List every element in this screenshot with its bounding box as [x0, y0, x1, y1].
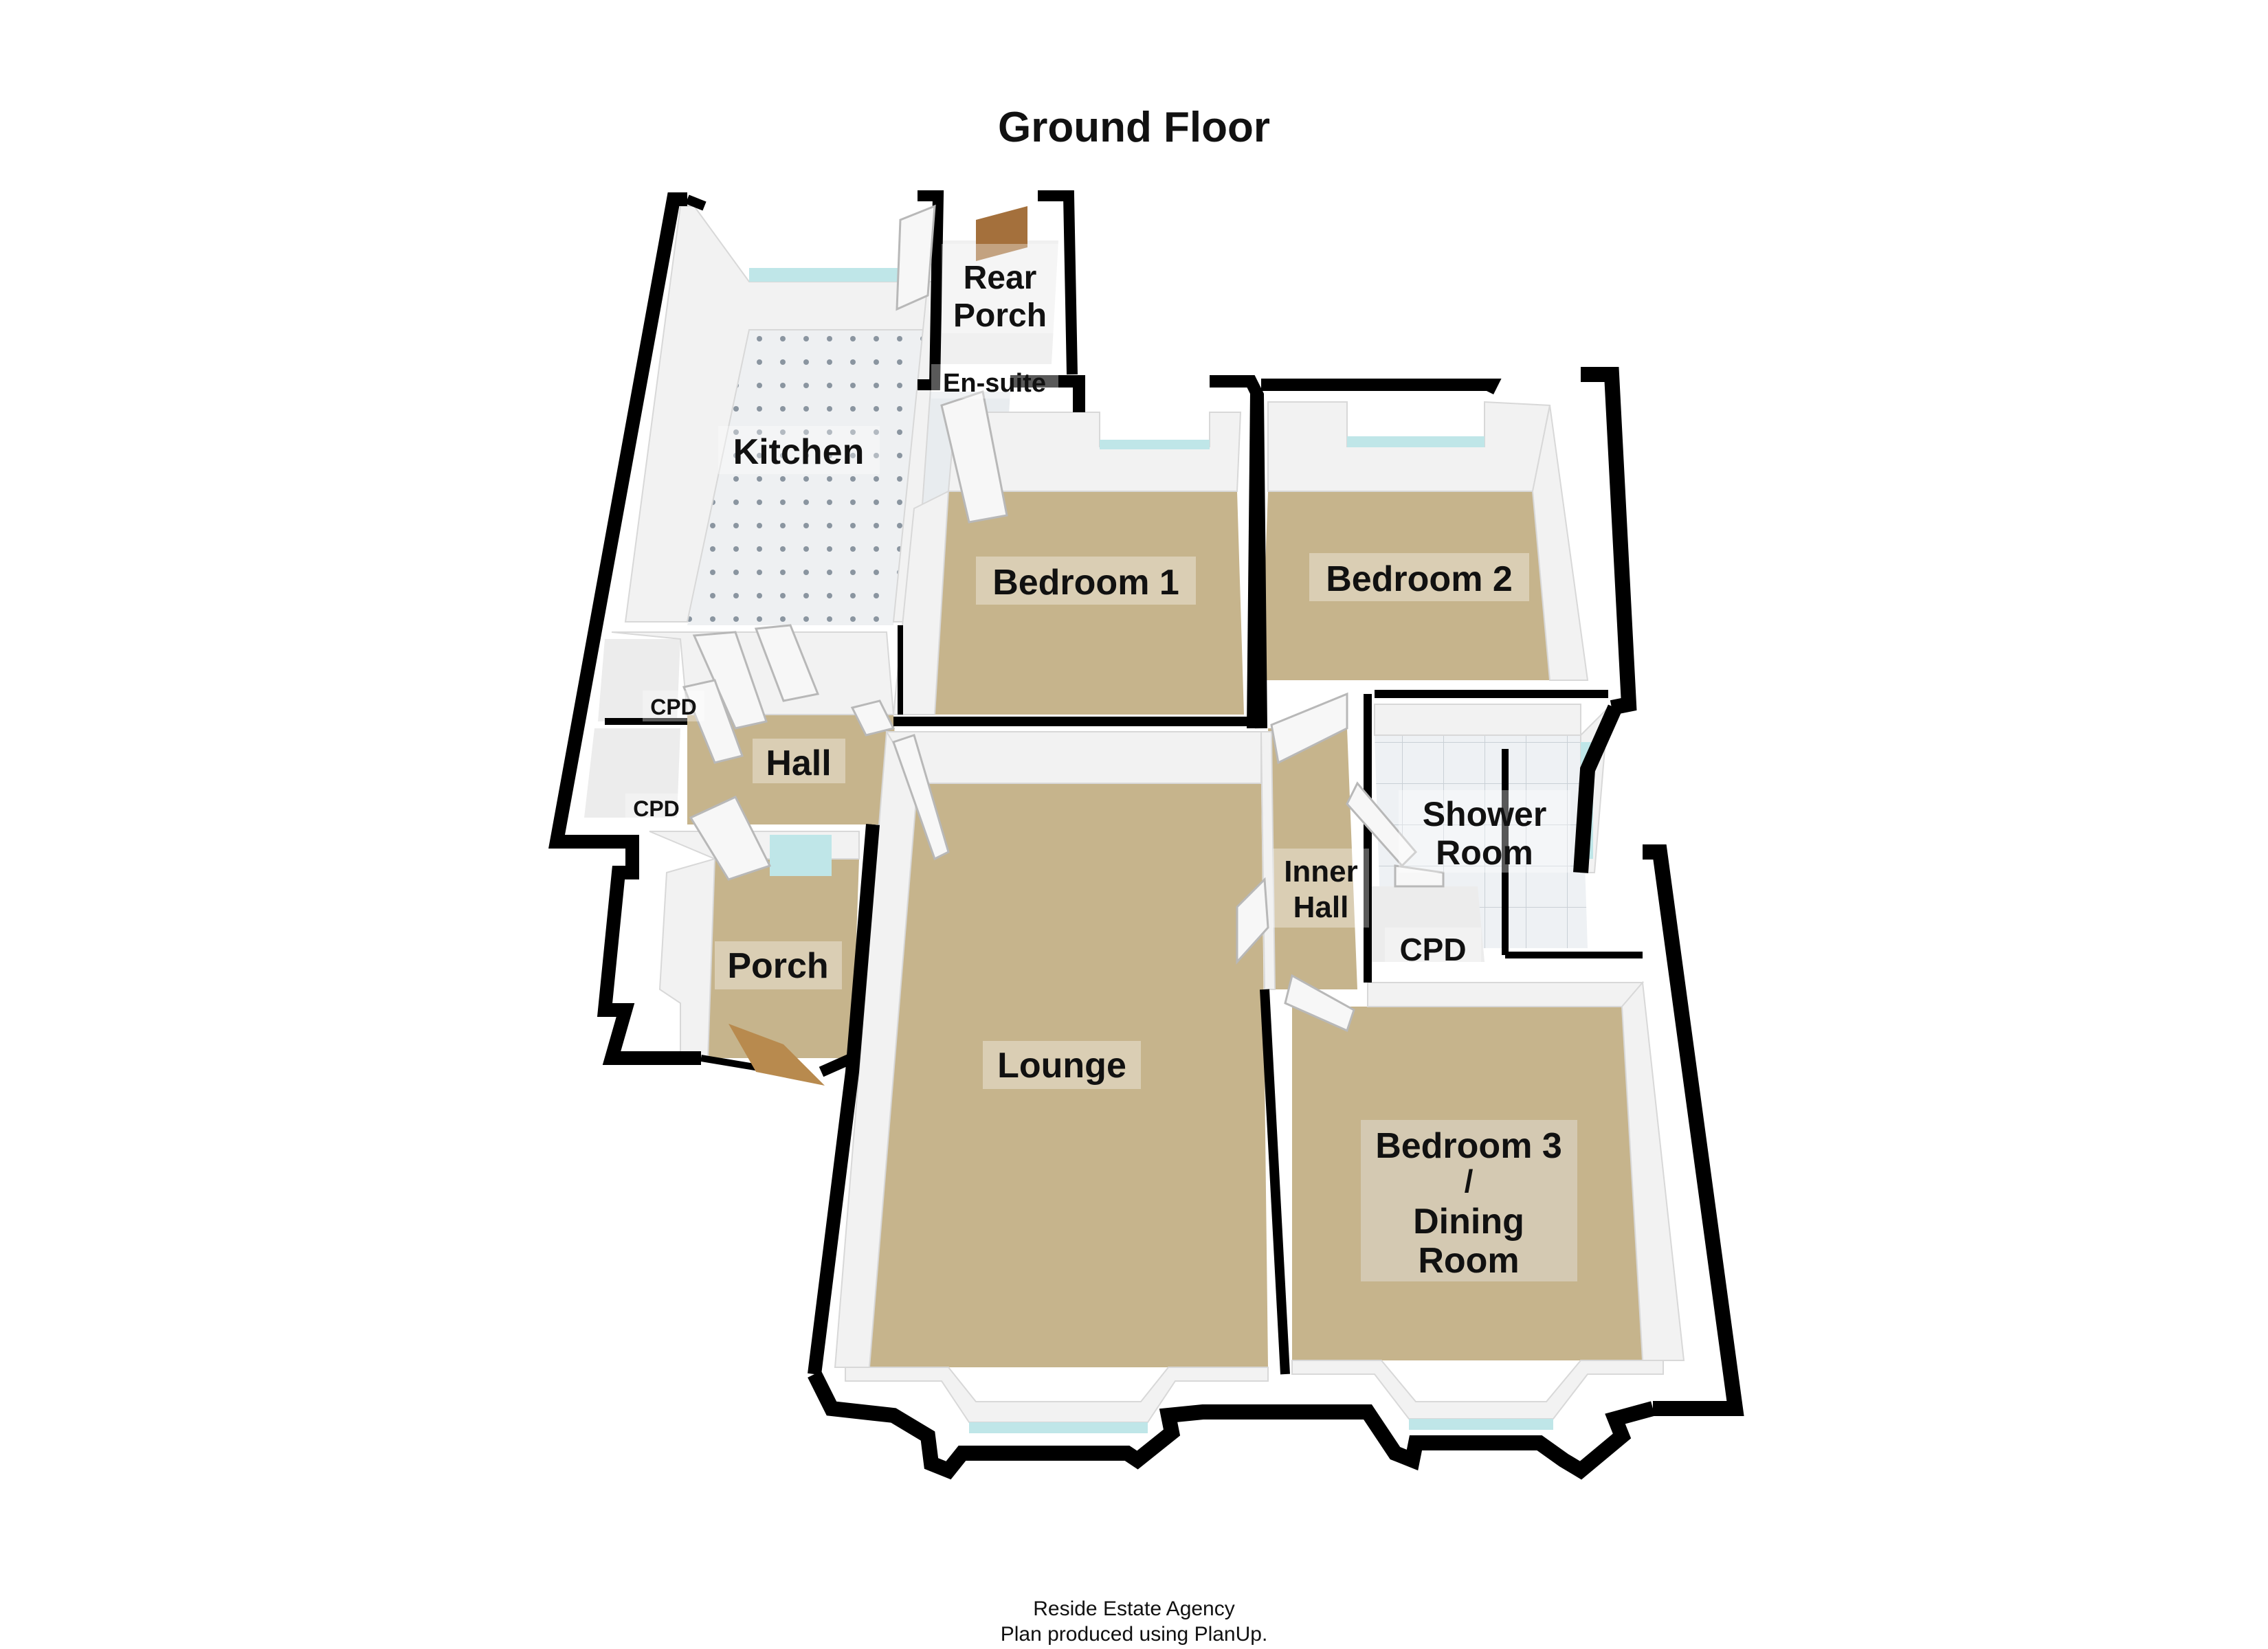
bedroom1-label: Bedroom 1	[992, 563, 1179, 603]
shower-room-label-1: Shower	[1423, 795, 1547, 833]
rear-door-wood	[976, 206, 1027, 261]
bedroom3-label-1: Bedroom 3	[1375, 1126, 1562, 1166]
rear-porch-label-1: Rear	[964, 260, 1037, 296]
room-labels: Rear Porch En-suite Kitchen Bedroom 1 Be…	[625, 244, 1577, 1281]
hall-label: Hall	[766, 743, 831, 783]
cpd-right-door	[1394, 864, 1445, 888]
bedroom2-floor	[1261, 491, 1550, 680]
bedroom1-floor	[935, 491, 1244, 715]
en-suite-label: En-suite	[943, 369, 1046, 398]
cpd-upper-label: CPD	[650, 695, 697, 719]
rear-porch-floor	[935, 240, 1058, 364]
doors	[682, 204, 1445, 1033]
bedroom1-door	[850, 699, 896, 737]
porch-label: Porch	[727, 946, 828, 986]
bedroom3-label-box	[1361, 1120, 1577, 1281]
bedroom3-label-4: Room	[1418, 1241, 1519, 1281]
lounge-label: Lounge	[997, 1046, 1126, 1086]
bedroom3-window	[1409, 1419, 1553, 1430]
inner-hall-label-2: Hall	[1293, 890, 1349, 924]
bedroom3-door	[1284, 974, 1355, 1033]
bedroom3-label-3: Dining	[1413, 1202, 1524, 1242]
footer-credit: Plan produced using PlanUp.	[1000, 1623, 1268, 1646]
bedroom2-window	[1347, 436, 1485, 447]
cpd-upper-floor	[598, 639, 680, 721]
kitchen-door-2	[754, 624, 820, 702]
lounge-door	[892, 734, 950, 861]
cpd-lower-floor	[584, 728, 680, 818]
porch-floor	[708, 859, 859, 1058]
outer-wall	[548, 192, 701, 1065]
cpd-right-floor	[1364, 886, 1485, 962]
wall-faces	[611, 205, 1685, 1423]
bedroom3-label-2: /	[1465, 1163, 1474, 1199]
plan-title: Ground Floor	[997, 104, 1271, 151]
rear-porch-door	[896, 204, 936, 311]
inner-hall-floor	[1268, 728, 1357, 989]
cpd-lower-label: CPD	[633, 796, 680, 821]
lounge-floor	[869, 783, 1268, 1367]
shower-room-label-2: Room	[1436, 833, 1533, 872]
kitchen-floor	[687, 330, 928, 625]
bedroom2-label: Bedroom 2	[1326, 559, 1513, 599]
en-suite-door	[940, 390, 1008, 524]
cpd-lower-door	[689, 796, 772, 881]
walls	[548, 190, 1744, 1480]
hall-floor	[687, 715, 900, 824]
porch-window	[770, 835, 832, 876]
lounge-inner-door	[1236, 877, 1269, 965]
rear-porch-label-2: Porch	[953, 298, 1047, 334]
cpd-upper-door	[682, 679, 744, 764]
inner-hall-door-top	[1270, 692, 1348, 765]
bedroom1-window	[1100, 440, 1210, 449]
kitchen-window	[749, 268, 911, 282]
cpd-right-label: CPD	[1399, 932, 1466, 967]
footer-agency: Reside Estate Agency	[1033, 1597, 1235, 1620]
lounge-window	[969, 1422, 1148, 1433]
kitchen-label: Kitchen	[733, 432, 865, 472]
inner-hall-label-1: Inner	[1284, 855, 1358, 888]
porch-front-door	[729, 1024, 825, 1086]
